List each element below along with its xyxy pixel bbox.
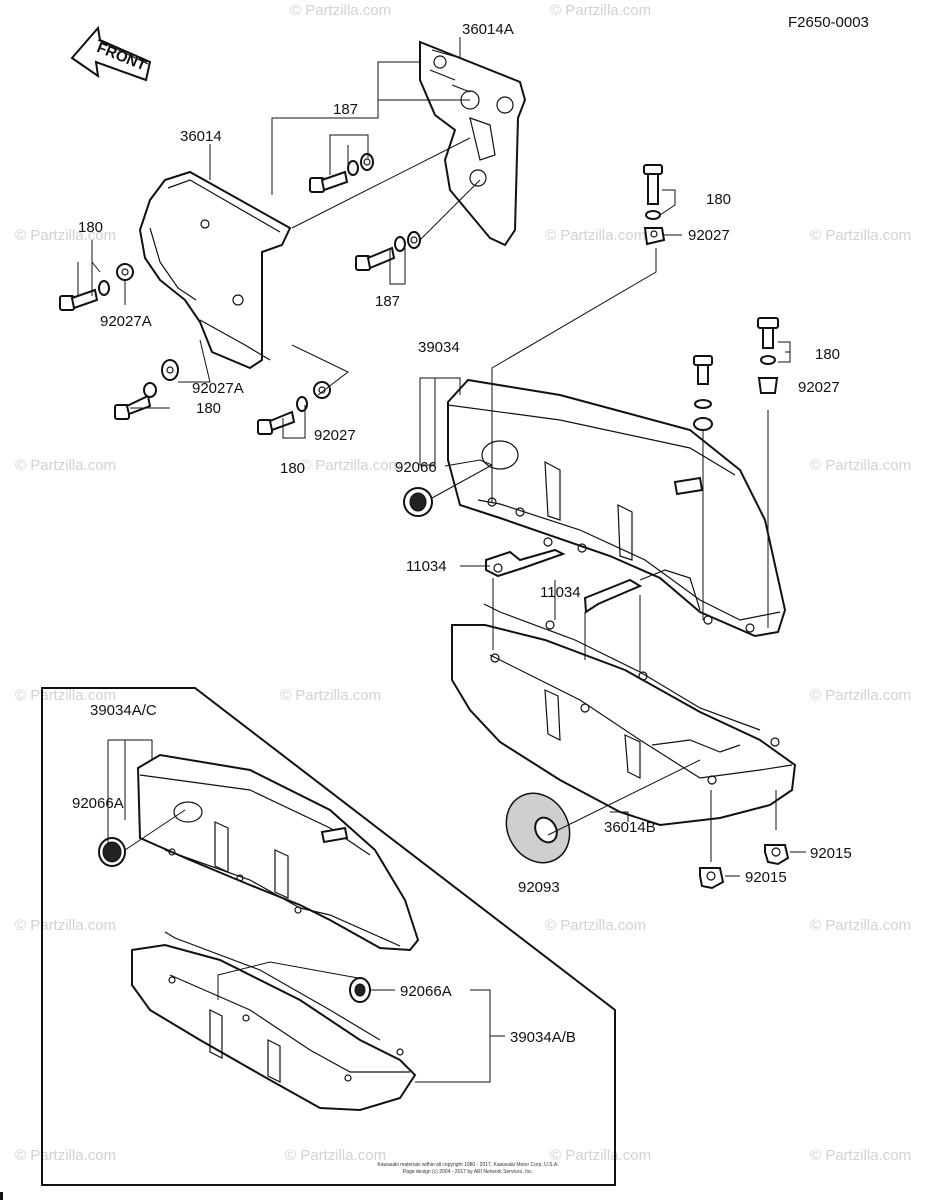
grommet-92066 bbox=[403, 487, 433, 517]
plug-92066A bbox=[98, 837, 126, 867]
bolt-187-upper bbox=[309, 153, 374, 193]
watermark: © Partzilla.com bbox=[15, 227, 116, 244]
label-36014A: 36014A bbox=[462, 21, 514, 38]
leader-lines bbox=[77, 37, 806, 1083]
label-180-bottom: 180 bbox=[280, 460, 305, 477]
label-11034-left: 11034 bbox=[406, 558, 447, 575]
label-187-top: 187 bbox=[333, 101, 358, 118]
label-180-left: 180 bbox=[78, 219, 103, 236]
label-92027A-mid: 92027A bbox=[192, 380, 244, 397]
label-180-far-right: 180 bbox=[815, 346, 840, 363]
watermark: © Partzilla.com bbox=[545, 917, 646, 934]
watermark: © Partzilla.com bbox=[15, 687, 116, 704]
watermark: © Partzilla.com bbox=[290, 2, 391, 19]
watermark: © Partzilla.com bbox=[810, 1147, 911, 1164]
edge-mark bbox=[0, 1192, 3, 1200]
label-92015-lower: 92015 bbox=[745, 869, 787, 886]
bolt-180-cover bbox=[693, 355, 713, 431]
bolt-187-lower bbox=[355, 231, 421, 271]
chain-case-lower-36014B bbox=[451, 603, 797, 827]
label-11034-right: 11034 bbox=[540, 584, 581, 601]
watermark: © Partzilla.com bbox=[810, 227, 911, 244]
inset-frame bbox=[41, 687, 616, 1186]
watermark: © Partzilla.com bbox=[300, 457, 401, 474]
chain-case-39034A-B bbox=[131, 931, 417, 1112]
label-36014B: 36014B bbox=[604, 819, 656, 836]
label-39034: 39034 bbox=[418, 339, 460, 356]
watermark-layer: © Partzilla.com © Partzilla.com © Partzi… bbox=[15, 2, 911, 1164]
bolt-180-far-right bbox=[757, 317, 779, 394]
watermark: © Partzilla.com bbox=[810, 457, 911, 474]
nut-92015 bbox=[699, 844, 790, 890]
chain-case-39034A-C bbox=[136, 753, 420, 952]
watermark: © Partzilla.com bbox=[15, 1147, 116, 1164]
label-36014: 36014 bbox=[180, 128, 222, 145]
watermark: © Partzilla.com bbox=[810, 687, 911, 704]
watermark: © Partzilla.com bbox=[15, 457, 116, 474]
label-92027-far-right: 92027 bbox=[798, 379, 840, 396]
label-92027A-left: 92027A bbox=[100, 313, 152, 330]
bracket-36014A bbox=[419, 40, 527, 247]
label-39034A-B: 39034A/B bbox=[510, 1029, 576, 1046]
watermark: © Partzilla.com bbox=[550, 2, 651, 19]
footer-page-design: Page design (c) 2004 - 2017 by ARI Netwo… bbox=[403, 1169, 533, 1175]
chain-case-upper-39034 bbox=[447, 378, 787, 638]
watermark: © Partzilla.com bbox=[15, 917, 116, 934]
label-92066: 92066 bbox=[395, 459, 437, 476]
bolt-180-left bbox=[59, 263, 134, 311]
footer-copyright: Kawasaki materials within all copyright … bbox=[377, 1162, 558, 1168]
part-labels: 36014A 36014 187 187 180 92027A 92027A 1… bbox=[72, 21, 852, 1046]
label-92066A-left: 92066A bbox=[72, 795, 124, 812]
label-187-bottom: 187 bbox=[375, 293, 400, 310]
label-92015-upper: 92015 bbox=[810, 845, 852, 862]
watermark: © Partzilla.com bbox=[280, 687, 381, 704]
seal-92093 bbox=[505, 792, 571, 864]
bracket-11034 bbox=[485, 537, 643, 614]
label-92093: 92093 bbox=[518, 879, 560, 896]
figure-code: F2650-0003 bbox=[788, 14, 869, 31]
label-39034A-C: 39034A/C bbox=[90, 702, 157, 719]
watermark: © Partzilla.com bbox=[550, 1147, 651, 1164]
label-180-top-right: 180 bbox=[706, 191, 731, 208]
watermark: © Partzilla.com bbox=[545, 227, 646, 244]
watermark: © Partzilla.com bbox=[285, 1147, 386, 1164]
grommet-92066A-inset bbox=[349, 977, 371, 1003]
label-92066A-right: 92066A bbox=[400, 983, 452, 1000]
bolt-180-mid bbox=[114, 359, 179, 420]
watermark: © Partzilla.com bbox=[810, 917, 911, 934]
label-92027-top-right: 92027 bbox=[688, 227, 730, 244]
bolt-180-top-right bbox=[643, 164, 666, 246]
chain-guard-36014 bbox=[138, 170, 292, 370]
label-180-mid: 180 bbox=[196, 400, 221, 417]
label-92027-bottom: 92027 bbox=[314, 427, 356, 444]
front-arrow-icon: FRONT bbox=[70, 25, 152, 82]
